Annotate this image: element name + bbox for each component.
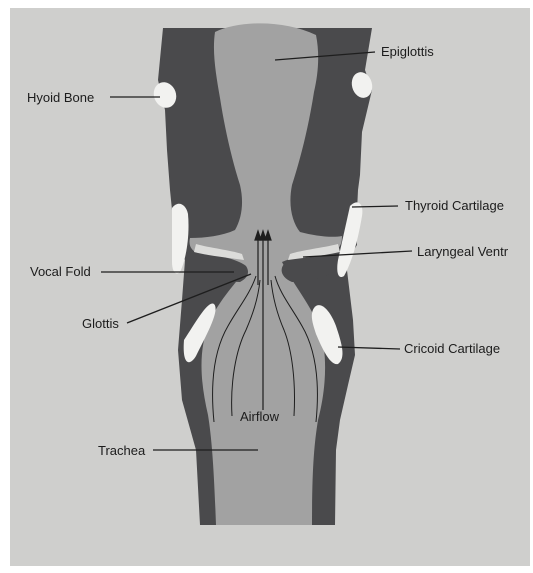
label-epiglottis: Epiglottis bbox=[381, 44, 434, 59]
label-cricoid-cartilage: Cricoid Cartilage bbox=[404, 341, 500, 356]
label-glottis: Glottis bbox=[82, 316, 119, 331]
label-trachea: Trachea bbox=[98, 443, 146, 458]
label-vocal-fold: Vocal Fold bbox=[30, 264, 91, 279]
label-thyroid-cartilage: Thyroid Cartilage bbox=[405, 198, 504, 213]
label-airflow: Airflow bbox=[240, 409, 280, 424]
label-laryngeal-ventricle: Laryngeal Ventr bbox=[417, 244, 509, 259]
label-hyoid-bone: Hyoid Bone bbox=[27, 90, 94, 105]
